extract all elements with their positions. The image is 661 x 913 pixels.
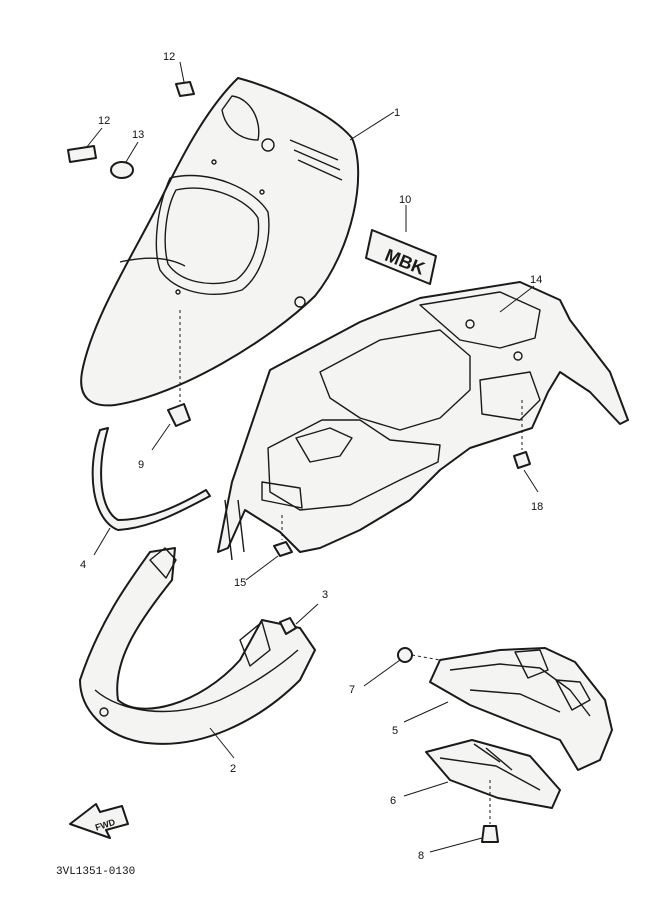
nut-part-18 bbox=[513, 400, 531, 469]
bolt-part bbox=[397, 647, 441, 663]
screw-part-12-top bbox=[175, 81, 195, 97]
part-label-1: 1 bbox=[394, 107, 400, 119]
forward-arrow-icon: FWD bbox=[69, 803, 129, 839]
part-label-8: 8 bbox=[418, 850, 424, 862]
screw-part-12-side bbox=[67, 145, 97, 163]
drawing-code: 3VL1351-0130 bbox=[56, 866, 135, 878]
part-label-12-side: 12 bbox=[98, 115, 110, 127]
lower-panel-part bbox=[79, 547, 316, 745]
part-label-12-top: 12 bbox=[163, 51, 175, 63]
leader-lines bbox=[85, 61, 539, 853]
nut-part-15 bbox=[273, 515, 293, 557]
clip-part bbox=[167, 310, 191, 427]
part-label-6: 6 bbox=[390, 795, 396, 807]
part-label-3: 3 bbox=[322, 589, 328, 601]
screw-part bbox=[279, 617, 297, 635]
part-number-labels: 1 10 12 12 13 14 9 4 3 2 15 18 7 5 6 8 bbox=[80, 51, 543, 862]
splash-plate-part bbox=[425, 739, 561, 809]
part-label-7: 7 bbox=[349, 684, 355, 696]
part-label-9: 9 bbox=[138, 459, 144, 471]
part-label-18: 18 bbox=[531, 501, 543, 513]
inner-body-part bbox=[217, 281, 629, 561]
part-label-13: 13 bbox=[132, 129, 144, 141]
part-label-15: 15 bbox=[234, 577, 246, 589]
mudguard-part bbox=[429, 647, 613, 771]
washer-part bbox=[110, 161, 134, 179]
bolt-part-lower bbox=[481, 780, 499, 843]
part-label-10: 10 bbox=[399, 194, 411, 206]
part-label-14: 14 bbox=[530, 274, 542, 286]
trim-strip-part bbox=[91, 427, 211, 531]
part-label-4: 4 bbox=[80, 559, 86, 571]
part-label-5: 5 bbox=[392, 725, 398, 737]
emblem-part: MBK bbox=[365, 229, 437, 285]
part-label-2: 2 bbox=[230, 763, 236, 775]
